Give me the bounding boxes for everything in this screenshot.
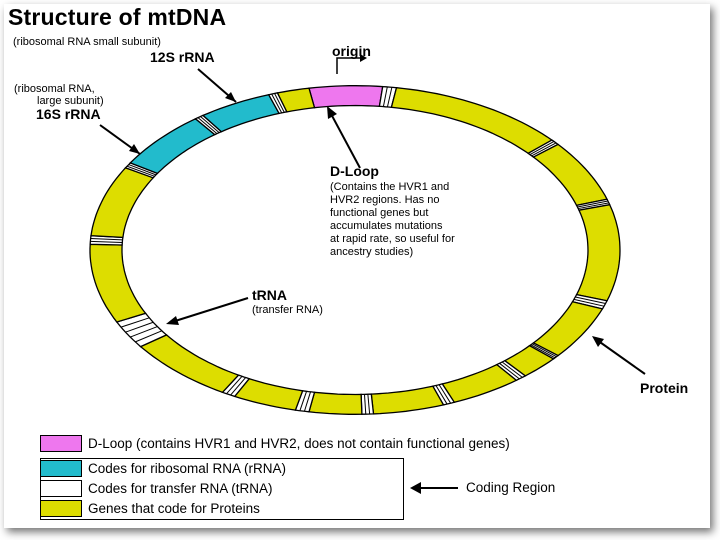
dloop-arrowhead <box>327 106 337 119</box>
rrna-small-subunit-note: (ribosomal RNA small subunit) <box>13 36 161 48</box>
dloop-desc-6: ancestry studies) <box>330 246 414 258</box>
dloop-desc-5: at rapid rate, so useful for <box>330 233 455 245</box>
rrna-16s-label: 16S rRNA <box>36 106 101 122</box>
legend-swatch-rrna <box>40 460 82 477</box>
legend-swatch-dloop <box>40 435 82 452</box>
trna-label: tRNA <box>252 287 287 303</box>
dloop-desc-1: (Contains the HVR1 and <box>330 181 450 193</box>
protein-gene-segment <box>90 167 155 239</box>
legend-label-dloop: D-Loop (contains HVR1 and HVR2, does not… <box>88 436 510 451</box>
coding-region-label: Coding Region <box>466 480 556 495</box>
origin-arrow <box>336 57 360 74</box>
trna-stripe <box>200 116 220 134</box>
trna-stripe <box>299 391 308 411</box>
trna-stripe <box>125 321 154 333</box>
trna-stripe <box>128 164 157 176</box>
rrna-12s-arrowhead <box>225 92 236 102</box>
protein-gene-segment <box>308 391 363 415</box>
legend-label-trna: Codes for transfer RNA (tRNA) <box>88 481 273 496</box>
trna-stripe <box>578 202 609 210</box>
protein-label: Protein <box>640 380 689 396</box>
protein-gene-segment <box>276 87 316 113</box>
trna-stripe <box>274 93 285 113</box>
rrna-large-subunit-note-1: (ribosomal RNA, <box>14 83 95 95</box>
dloop-desc-4: accumulates mutations <box>330 220 443 232</box>
rrna-segment <box>201 93 281 133</box>
trna-stripe <box>501 361 523 378</box>
trna-stripe <box>226 376 243 395</box>
trna-stripe <box>577 200 609 208</box>
rrna-12s-label: 12S rRNA <box>150 49 215 65</box>
trna-stripe <box>363 394 367 415</box>
trna-arrow <box>171 297 249 323</box>
trna-stripe <box>303 391 312 412</box>
trna-stripe <box>197 117 218 135</box>
trna-stripe <box>531 142 557 157</box>
trna-stripe <box>438 384 452 404</box>
coding-region-arrowhead <box>410 482 421 494</box>
pointer-arrows <box>99 54 646 494</box>
mtdna-ring <box>89 85 621 415</box>
rrna-16s-arrowhead <box>129 144 140 154</box>
trna-stripe <box>499 362 520 380</box>
trna-stripe <box>230 377 246 396</box>
dloop-label: D-Loop <box>330 163 379 179</box>
protein-arrow <box>596 339 646 375</box>
protein-gene-segment <box>532 143 608 207</box>
trna-stripe <box>367 394 371 415</box>
trna-stripe <box>529 141 555 156</box>
legend-label-protein: Genes that code for Proteins <box>88 501 260 516</box>
trna-stripe <box>382 86 388 107</box>
legend-label-rrna: Codes for ribosomal RNA (rRNA) <box>88 461 287 476</box>
dloop-desc-2: HVR2 regions. Has no <box>330 194 440 206</box>
origin-label: origin <box>332 43 371 59</box>
origin-arrowhead <box>360 54 367 62</box>
trna-stripe <box>531 343 557 358</box>
protein-gene-segment <box>370 385 445 415</box>
trna-stripe <box>135 330 163 343</box>
protein-gene-segment <box>390 86 554 155</box>
legend-swatch-trna <box>40 480 82 497</box>
protein-gene-segment <box>89 243 147 323</box>
trna-arrowhead <box>166 316 179 325</box>
dloop-arrow <box>329 111 361 169</box>
trna-segment <box>360 393 375 415</box>
legend-swatch-protein <box>40 500 82 517</box>
trna-stripe <box>120 317 150 328</box>
dloop-desc-3: functional genes but <box>330 207 429 219</box>
trna-stripe <box>90 238 123 241</box>
trna-stripe <box>386 87 393 108</box>
trna-stripe <box>530 344 556 359</box>
trna-stripe <box>573 298 605 307</box>
trna-stripe <box>271 93 283 114</box>
page-title: Structure of mtDNA <box>8 4 227 30</box>
trna-note: (transfer RNA) <box>252 304 323 316</box>
trna-stripe <box>130 326 158 338</box>
rrna-segment <box>129 118 217 175</box>
protein-arrowhead <box>592 336 604 347</box>
trna-stripe <box>435 385 448 405</box>
trna-stripe <box>575 296 606 304</box>
dloop-segment <box>308 85 384 109</box>
protein-gene-segment <box>139 334 240 394</box>
trna-stripe <box>126 165 155 177</box>
trna-stripe <box>90 240 123 243</box>
rrna-large-subunit-note-2: large subunit) <box>37 95 104 107</box>
protein-gene-segment <box>575 203 621 302</box>
